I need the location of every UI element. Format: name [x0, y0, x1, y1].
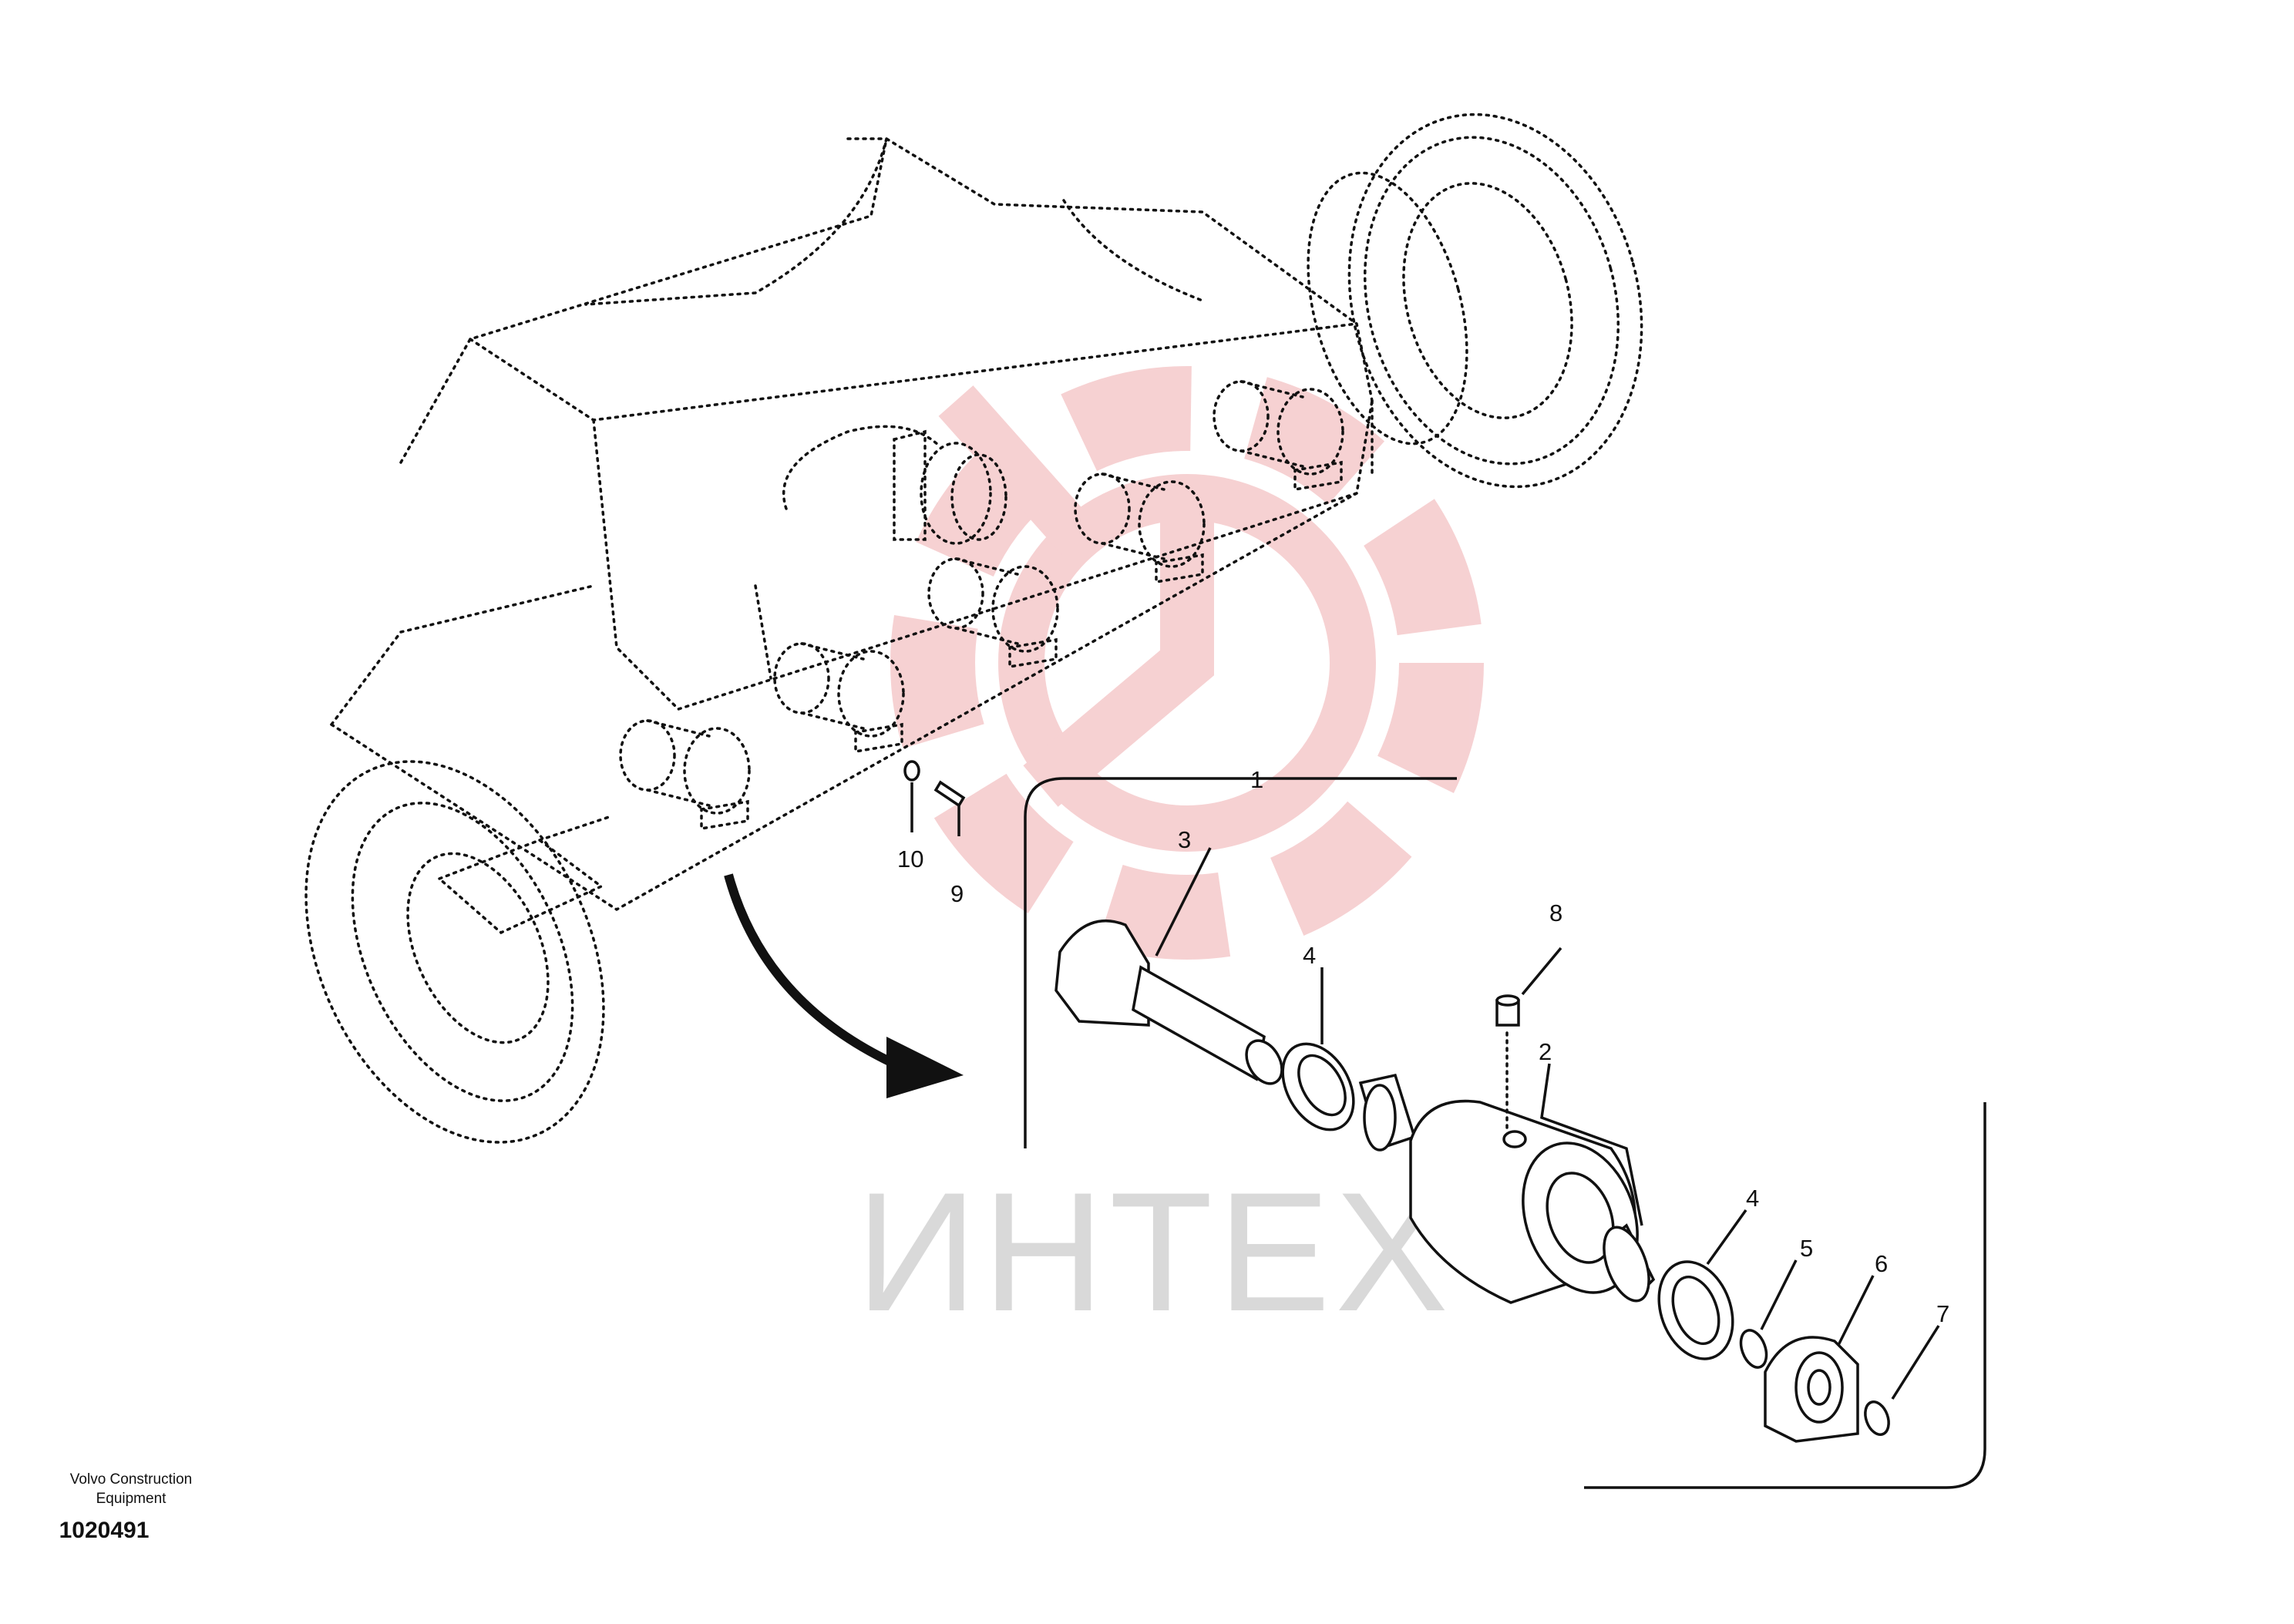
track-roller-3	[927, 557, 1059, 669]
callout-5: 5	[1800, 1235, 1813, 1262]
drive-sprocket	[1307, 113, 1643, 489]
part-4-seal-rear	[1657, 1260, 1734, 1360]
callout-10: 10	[897, 846, 923, 873]
track-roller-4	[1074, 472, 1206, 584]
track-roller-5	[1213, 380, 1344, 492]
part-3-shaft	[1054, 919, 1283, 1085]
callout-labels: 1 3 4 8 2 4 5 6 7 10 9	[897, 766, 1949, 1327]
track-roller-1	[619, 719, 751, 831]
curved-arrow-icon	[724, 873, 964, 1098]
track-rollers	[619, 380, 1344, 831]
callout-8: 8	[1549, 899, 1562, 926]
callout-1: 1	[1250, 766, 1263, 793]
bushing-rear	[1603, 1223, 1656, 1303]
part-8-plug	[1495, 994, 1520, 1027]
callout-4-front: 4	[1303, 942, 1316, 969]
callout-9: 9	[950, 880, 964, 907]
callout-7: 7	[1936, 1300, 1949, 1327]
bolt-and-washer	[903, 760, 966, 836]
part-7-snap-ring	[1864, 1400, 1890, 1436]
callout-3: 3	[1178, 826, 1191, 853]
assembly-bracket	[1024, 777, 1986, 1489]
top-roller	[893, 429, 1007, 545]
watermark-gear-icon	[890, 366, 1484, 960]
callout-2: 2	[1539, 1038, 1552, 1065]
manufacturer-line-2: Equipment	[96, 1491, 167, 1507]
part-6-end-housing	[1764, 1336, 1859, 1443]
callout-4-rear: 4	[1746, 1185, 1759, 1212]
washer-10	[903, 760, 920, 782]
bushing-front	[1358, 1073, 1417, 1152]
watermark-text: ИНТЕХ	[856, 1157, 1453, 1347]
track-roller-2	[773, 642, 905, 754]
bolt-9	[933, 780, 966, 808]
part-5-o-ring	[1739, 1329, 1768, 1369]
part-2-roller	[1409, 1031, 1639, 1304]
leader-lines	[1155, 847, 1940, 1400]
front-idler-wheel	[304, 760, 610, 1144]
callout-6: 6	[1875, 1250, 1888, 1277]
undercarriage-frame	[330, 136, 1374, 912]
watermark: ИНТЕХ	[856, 366, 1484, 1347]
manufacturer-line-1: Volvo Construction	[70, 1471, 192, 1488]
title-block: Volvo Construction Equipment 1020491	[59, 1471, 193, 1543]
part-4-seal-front	[1281, 1042, 1355, 1131]
drawing-number: 1020491	[59, 1518, 150, 1543]
